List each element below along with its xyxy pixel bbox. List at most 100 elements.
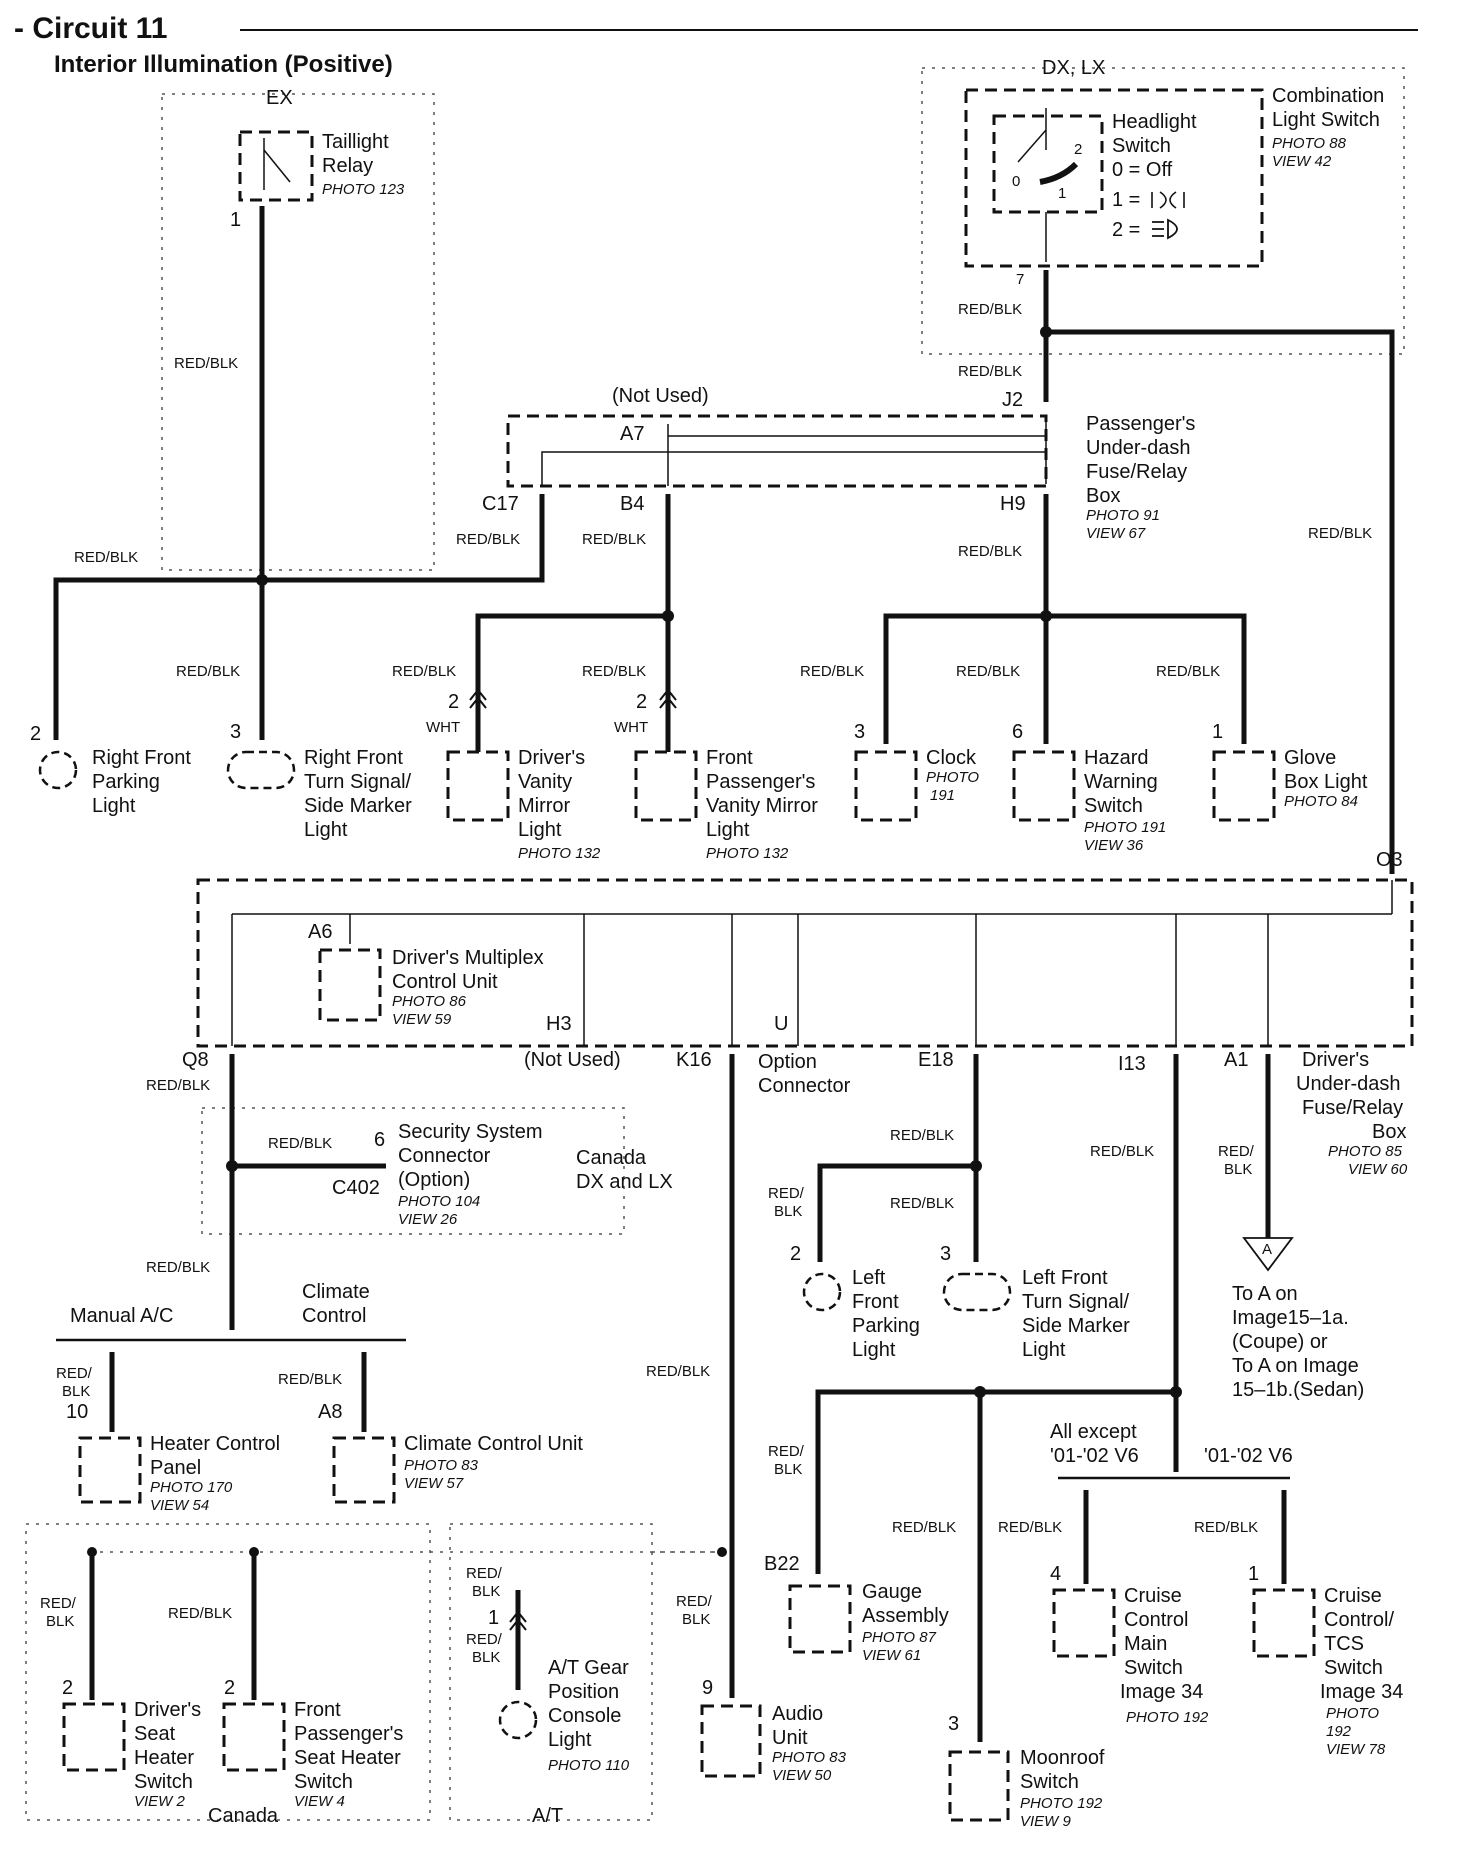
taillight-relay-name-1: Taillight <box>322 131 389 153</box>
wire-split-1: RED/ <box>466 1565 503 1582</box>
pass-mirror-pin: 2 <box>636 691 647 713</box>
circuit-title: - Circuit 11 <box>14 12 167 45</box>
audio-unit-name-2: Unit <box>772 1727 808 1749</box>
hazard-view: VIEW 36 <box>1084 837 1144 854</box>
cruise-main-name-1: Cruise <box>1124 1585 1182 1607</box>
wire-split-2: BLK <box>682 1611 710 1628</box>
at-light-name-2: Position <box>548 1681 619 1703</box>
connector-icon <box>509 1610 527 1631</box>
clock-box <box>854 750 918 822</box>
manual-ac-label: Manual A/C <box>70 1305 173 1327</box>
region-canada-dx-lx-label-1: Canada <box>576 1147 647 1169</box>
at-light-name-3: Console <box>548 1705 621 1727</box>
driver-seat-heater-name-4: Switch <box>134 1771 193 1793</box>
driver-mirror-photo: PHOTO 132 <box>518 845 601 862</box>
clock-name: Clock <box>926 747 977 769</box>
region-ex-label: EX <box>266 87 293 109</box>
cruise-tcs-view: VIEW 78 <box>1326 1741 1386 1758</box>
at-light-bulb-icon <box>498 1700 538 1740</box>
wire-label: RED/BLK <box>168 1605 232 1622</box>
wire-to-clock <box>883 613 1046 744</box>
rf-parking-name-1: Right Front <box>92 747 191 769</box>
wire-label: RED/BLK <box>646 1363 710 1380</box>
taillight-relay-box <box>238 130 314 202</box>
cruise-tcs-name-4: Switch <box>1324 1657 1383 1679</box>
hazard-name-3: Switch <box>1084 795 1143 817</box>
wire-combo-to-o3 <box>1046 329 1395 874</box>
security-pin: 6 <box>374 1129 385 1151</box>
wire-label: RED/BLK <box>956 663 1020 680</box>
cruise-main-photo: PHOTO 192 <box>1126 1709 1209 1726</box>
pass-seat-heater-name-4: Switch <box>294 1771 353 1793</box>
clock-pin: 3 <box>854 721 865 743</box>
taillight-relay-name-2: Relay <box>322 155 373 177</box>
lf-turn-pin: 3 <box>940 1243 951 1265</box>
headlight-switch-pos2: 2 <box>1074 141 1082 158</box>
headlight-switch-pos1: 1 <box>1058 185 1066 202</box>
pass-seat-heater-name-3: Seat Heater <box>294 1747 401 1769</box>
cruise-tcs-name-5: Image 34 <box>1320 1681 1403 1703</box>
wire-label: RED/BLK <box>146 1077 210 1094</box>
wire-label: RED/BLK <box>268 1135 332 1152</box>
driver-fuse-name-4: Box <box>1372 1121 1406 1143</box>
hazard-name-1: Hazard <box>1084 747 1148 769</box>
driver-fuse-pin-q8: Q8 <box>182 1049 209 1071</box>
driver-fuse-pin-o3: O3 <box>1376 849 1403 871</box>
variant-all-except-1: All except <box>1050 1421 1137 1443</box>
wire-label: RED/BLK <box>998 1519 1062 1536</box>
headlight-switch-contact <box>1039 161 1079 185</box>
wire-label: RED/BLK <box>958 301 1022 318</box>
region-at-box <box>449 1523 653 1821</box>
glovebox-pin: 1 <box>1212 721 1223 743</box>
glovebox-name-1: Glove <box>1284 747 1336 769</box>
driver-mirror-name-3: Mirror <box>518 795 571 817</box>
wire-split-2: BLK <box>472 1649 500 1666</box>
audio-unit-view: VIEW 50 <box>772 1767 832 1784</box>
lf-parking-name-4: Light <box>852 1339 896 1361</box>
combination-switch-name-1: Combination <box>1272 85 1384 107</box>
pass-mirror-wht: WHT <box>614 719 648 736</box>
wire-to-gauge <box>815 1389 1176 1574</box>
driver-seat-heater-box <box>62 1702 126 1772</box>
audio-unit-box <box>700 1704 762 1778</box>
at-light-pin: 1 <box>488 1607 499 1629</box>
rf-turn-name-3: Side Marker <box>304 795 412 817</box>
cruise-tcs-pin: 1 <box>1248 1563 1259 1585</box>
passenger-fuse-view: VIEW 67 <box>1086 525 1146 542</box>
wire-split-2: BLK <box>472 1583 500 1600</box>
lf-parking-name-1: Left <box>852 1267 886 1289</box>
climate-unit-box <box>332 1436 396 1504</box>
driver-seat-heater-name-3: Heater <box>134 1747 194 1769</box>
cruise-tcs-name-1: Cruise <box>1324 1585 1382 1607</box>
driver-fuse-name-3: Fuse/Relay <box>1302 1097 1403 1119</box>
rf-parking-name-3: Light <box>92 795 136 817</box>
security-view: VIEW 26 <box>398 1211 458 1228</box>
climate-unit-name: Climate Control Unit <box>404 1433 583 1455</box>
multiplex-unit-box <box>318 948 382 1022</box>
wire-split-1: RED/ <box>56 1365 93 1382</box>
gauge-box <box>788 1584 852 1654</box>
moonroof-pin: 3 <box>948 1713 959 1735</box>
driver-mirror-name-2: Vanity <box>518 771 572 793</box>
lf-turn-name-4: Light <box>1022 1339 1066 1361</box>
headlight-switch-head: 2 = <box>1112 219 1140 241</box>
driver-fuse-pin-i13: I13 <box>1118 1053 1146 1075</box>
circuit-subtitle: Interior Illumination (Positive) <box>54 51 393 78</box>
lf-parking-pin: 2 <box>790 1243 801 1265</box>
rf-turn-name-4: Light <box>304 819 348 841</box>
wire-label: RED/BLK <box>800 663 864 680</box>
gauge-name-1: Gauge <box>862 1581 922 1603</box>
at-light-name-4: Light <box>548 1729 592 1751</box>
clock-photo-2: 191 <box>930 787 955 804</box>
driver-seat-heater-pin: 2 <box>62 1677 73 1699</box>
lf-parking-bulb-icon <box>802 1272 842 1312</box>
cruise-main-name-2: Control <box>1124 1609 1188 1631</box>
headlight-switch-pos0: 0 <box>1012 173 1020 190</box>
driver-fuse-pin-k16: K16 <box>676 1049 712 1071</box>
wire-split-2: BLK <box>62 1383 90 1400</box>
cruise-main-pin: 4 <box>1050 1563 1061 1585</box>
pass-mirror-photo: PHOTO 132 <box>706 845 789 862</box>
passenger-fuse-name-1: Passenger's <box>1086 413 1195 435</box>
passenger-fuse-name-3: Fuse/Relay <box>1086 461 1187 483</box>
wire-label: RED/BLK <box>890 1195 954 1212</box>
